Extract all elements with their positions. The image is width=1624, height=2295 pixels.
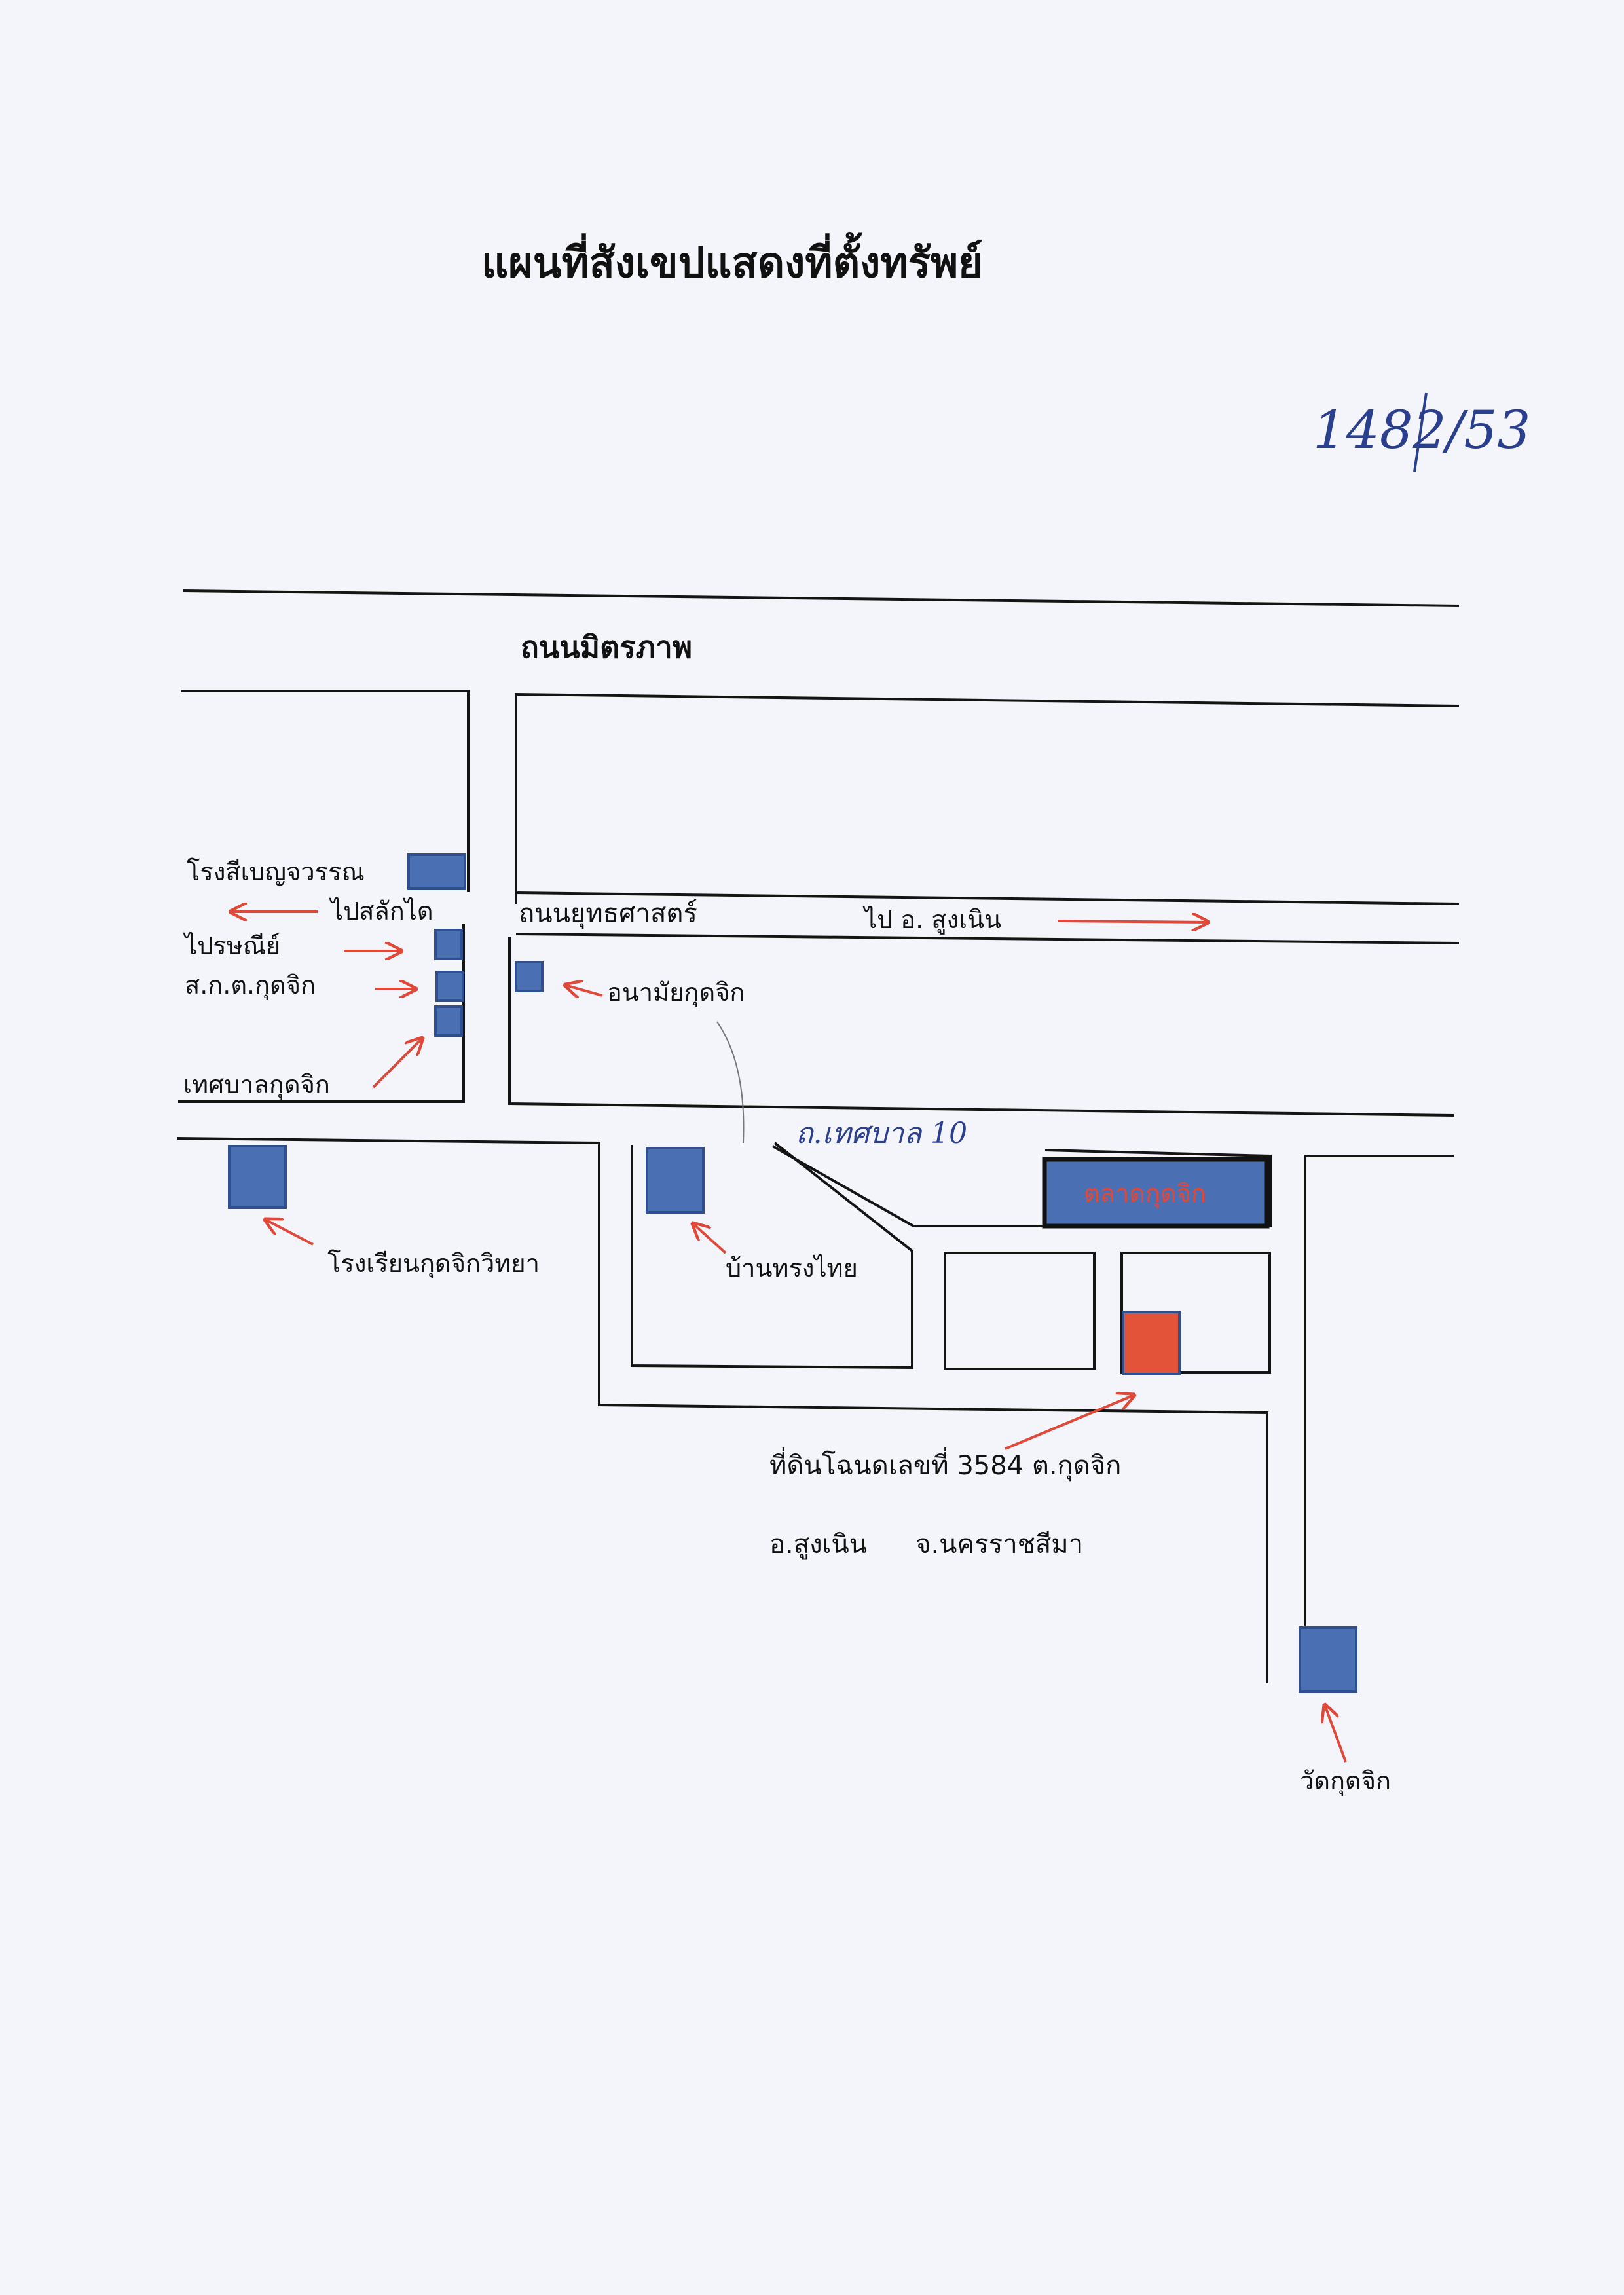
post-office-label: ไปรษณีย์ (185, 931, 281, 960)
yutthasat-road-north-edge (515, 891, 1460, 905)
north-block (515, 692, 1460, 904)
post-office-building (434, 929, 463, 960)
handwritten-soi-label: ถ.เทศบาล 10 (796, 1117, 968, 1150)
municipality-label: เทศบาลกุดจิก (183, 1070, 330, 1099)
east-road (1304, 1155, 1454, 1690)
thai-house-block (631, 1142, 913, 1370)
page-title: แผนที่สังเขปแสดงที่ตั้งทรัพย์ (481, 239, 983, 288)
thai-house-building (646, 1147, 705, 1214)
handwritten-number: 1482/53 (1313, 400, 1531, 460)
to-sikhio-label: ไปสลักได (331, 897, 434, 925)
handwritten-slash (1413, 392, 1428, 472)
health-center-label: อนามัยกุดจิก (607, 978, 745, 1007)
arrow-municipality (372, 1038, 422, 1089)
school-building (228, 1145, 287, 1209)
arrow-to-sung-noen (1057, 921, 1208, 922)
arrow-property (1005, 1395, 1134, 1450)
west-block-top (181, 690, 470, 892)
yutthasat-road-label: ถนนยุทธศาสตร์ (519, 899, 697, 929)
cooperative-label: ส.ก.ต.กุดจิก (185, 971, 316, 999)
mitraphap-road-label: ถนนมิตรภาพ (521, 629, 693, 665)
school-label: โรงเรียนกุดจิกวิทยา (327, 1249, 540, 1278)
plot-middle (944, 1252, 1096, 1370)
footpath-curve (716, 1021, 745, 1144)
arrow-thai-house (693, 1223, 727, 1254)
property-province: จ.นครราชสีมา (915, 1529, 1084, 1559)
temple-label: วัดกุดจิก (1300, 1766, 1391, 1795)
municipality-building (434, 1005, 463, 1037)
market-building (1042, 1157, 1270, 1229)
ricemill-label: โรงสีเบญจวรรณ (187, 857, 365, 886)
ricemill-building (407, 853, 466, 890)
market-label: ตลาดกุดจิก (1084, 1179, 1206, 1208)
yutthasat-road-south-edge (515, 933, 1460, 944)
cooperative-building (435, 971, 464, 1002)
to-sung-noen-label: ไป อ. สูงเนิน (864, 905, 1001, 934)
arrow-temple (1325, 1705, 1347, 1763)
arrows (231, 912, 1347, 1763)
arrow-health-center (565, 985, 603, 996)
property-district: อ.สูงเนิน (769, 1529, 868, 1559)
property-plot (1122, 1311, 1181, 1375)
diagonal-road (772, 1145, 1272, 1227)
temple-building (1299, 1626, 1357, 1693)
health-center-block (508, 937, 1454, 1117)
mitraphap-road-edge (183, 589, 1460, 607)
health-center-building (515, 961, 544, 992)
thai-house-label: บ้านทรงไทย (726, 1254, 858, 1282)
arrow-school (265, 1220, 314, 1246)
buildings (228, 853, 1357, 1693)
south-road-west (176, 1137, 1268, 1683)
property-label: ที่ดินโฉนดเลขที่ 3584 ต.กุดจิก (769, 1451, 1122, 1481)
